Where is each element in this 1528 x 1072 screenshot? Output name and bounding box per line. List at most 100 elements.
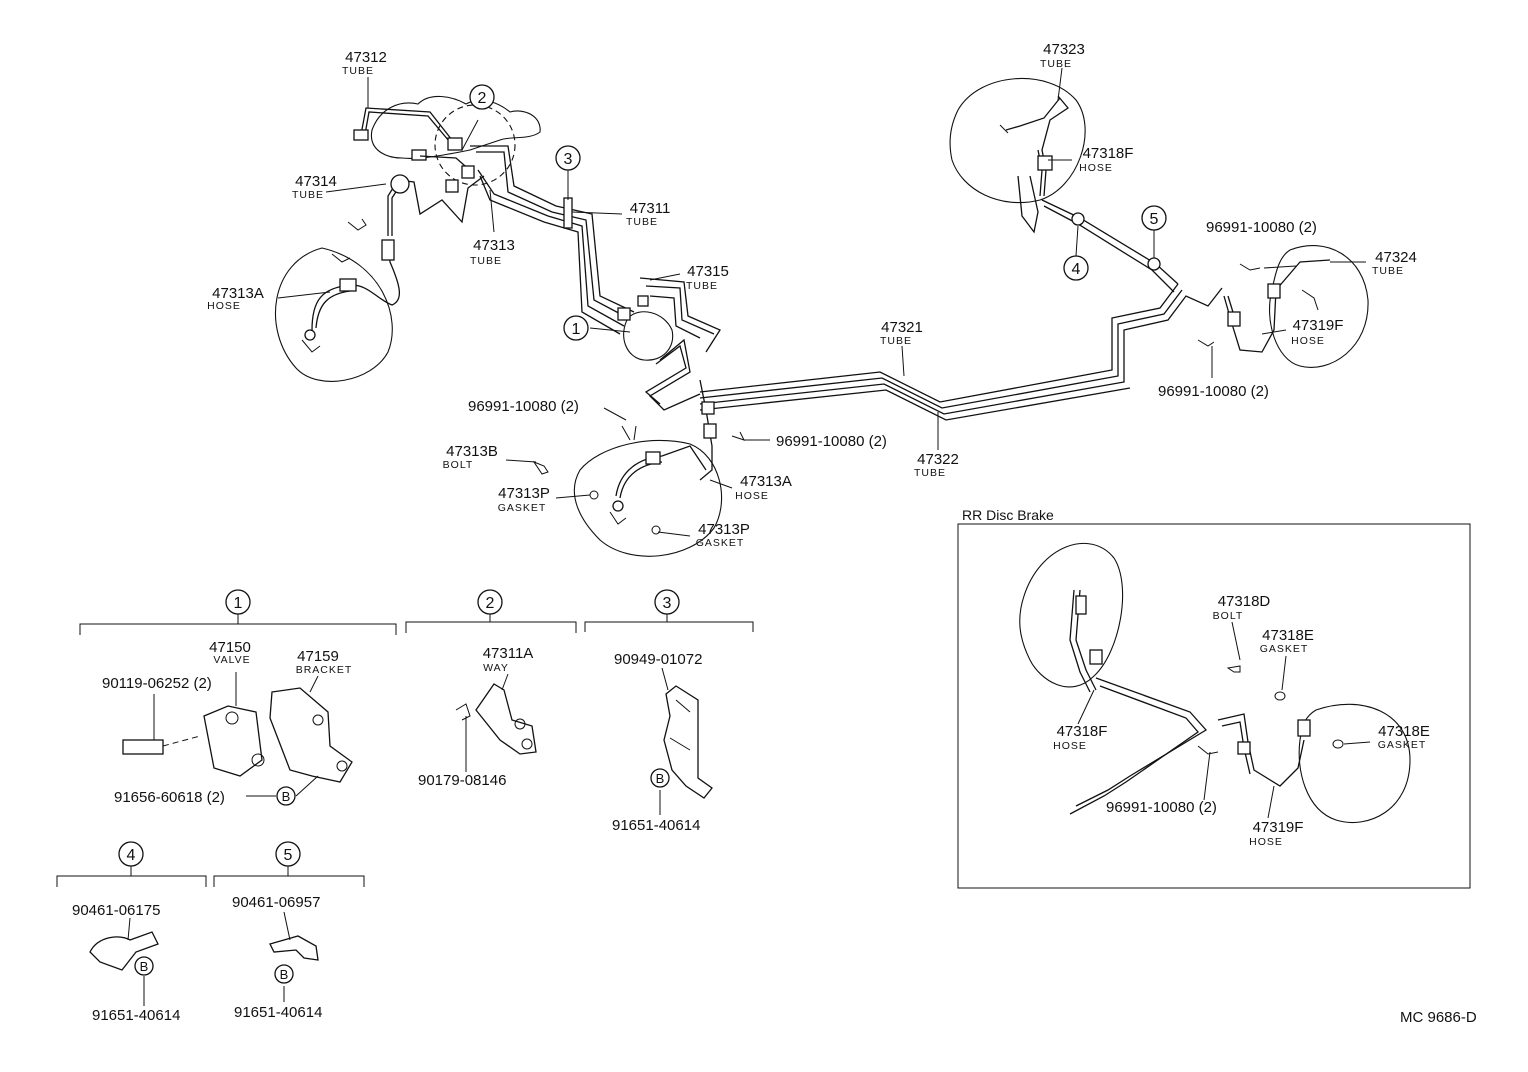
svg-text:47319F: 47319F — [1293, 317, 1344, 334]
callout-5-group: 5 — [275, 841, 301, 867]
svg-text:B: B — [282, 789, 291, 804]
svg-text:47313P: 47313P — [698, 521, 750, 538]
callout-4-group: 4 — [118, 841, 144, 867]
svg-text:47313: 47313 — [473, 237, 515, 254]
svg-text:B: B — [656, 771, 665, 786]
label-47324: 47324 TUBE — [1372, 249, 1417, 277]
label-47322: 47322 TUBE — [914, 451, 959, 479]
svg-text:3: 3 — [663, 595, 672, 612]
label-47314: 47314 TUBE — [292, 173, 337, 201]
svg-text:47313B: 47313B — [446, 443, 498, 460]
svg-text:TUBE: TUBE — [686, 280, 718, 292]
svg-text:47324: 47324 — [1375, 249, 1417, 266]
partnum-clip-rr: 96991-10080 (2) — [1106, 799, 1217, 816]
label-47311: 47311 TUBE — [626, 200, 670, 228]
partnum-bolt-b4: 91651-40614 — [92, 1007, 180, 1024]
diagram-code: MC 9686-D — [1400, 1009, 1477, 1026]
label-47313A-front: 47313A HOSE — [735, 473, 792, 502]
svg-text:5: 5 — [1150, 211, 1159, 228]
svg-text:GASKET: GASKET — [696, 537, 745, 549]
partnum-clip-center-right: 96991-10080 (2) — [776, 433, 887, 450]
valve-47150-sketch — [122, 705, 265, 777]
label-47159: 47159 BRACKET — [296, 648, 352, 676]
svg-text:TUBE: TUBE — [626, 216, 658, 228]
b-mark-5: B — [274, 964, 294, 984]
svg-text:B: B — [140, 959, 149, 974]
partnum-clamp5: 90461-06957 — [232, 894, 320, 911]
rear-tubes-47321-47322 — [699, 283, 1223, 481]
svg-text:BOLT: BOLT — [443, 459, 474, 471]
label-47319F-rr: 47319F HOSE — [1249, 819, 1303, 848]
svg-text:TUBE: TUBE — [1372, 265, 1404, 277]
svg-text:HOSE: HOSE — [735, 490, 769, 502]
svg-text:BOLT: BOLT — [1213, 610, 1244, 622]
label-47318D: 47318D BOLT — [1213, 593, 1271, 622]
svg-text:HOSE: HOSE — [1249, 836, 1283, 848]
callout-1-group: 1 — [225, 589, 251, 615]
partnum-way-bolt: 90179-08146 — [418, 772, 506, 789]
partnum-bolt-b1: 91656-60618 (2) — [114, 789, 225, 806]
rear-brake-assembly — [949, 77, 1369, 368]
svg-text:47312: 47312 — [345, 49, 387, 66]
svg-text:47318D: 47318D — [1218, 593, 1271, 610]
svg-text:47311: 47311 — [630, 200, 671, 217]
svg-text:GASKET: GASKET — [1260, 643, 1309, 655]
front-left-brake-assembly — [275, 218, 400, 382]
svg-text:47322: 47322 — [917, 451, 959, 468]
b-mark-1: B — [276, 786, 296, 806]
rr-disc-brake-title: RR Disc Brake — [962, 507, 1054, 523]
label-47313P-a: 47313P GASKET — [498, 485, 550, 514]
svg-text:47311A: 47311A — [483, 645, 534, 662]
proportioning-valve-assembly — [617, 277, 721, 411]
svg-text:WAY: WAY — [483, 662, 509, 674]
svg-text:47315: 47315 — [687, 263, 729, 280]
svg-text:47314: 47314 — [295, 173, 337, 190]
svg-text:HOSE: HOSE — [1053, 740, 1087, 752]
svg-text:2: 2 — [486, 595, 495, 612]
callout-2-group: 2 — [477, 589, 503, 615]
partnum-clamp4: 90461-06175 — [72, 902, 160, 919]
partnum-clip-bottom-right: 96991-10080 (2) — [1158, 383, 1269, 400]
front-right-brake-assembly — [532, 425, 745, 557]
svg-text:47318E: 47318E — [1262, 627, 1314, 644]
svg-text:1: 1 — [234, 595, 243, 612]
svg-text:GASKET: GASKET — [498, 502, 547, 514]
svg-text:47321: 47321 — [881, 319, 923, 336]
group-brackets — [56, 614, 754, 887]
master-cylinder-assembly — [353, 95, 541, 236]
svg-text:4: 4 — [1072, 261, 1081, 278]
svg-text:TUBE: TUBE — [1040, 58, 1072, 70]
clamp-90949-sketch — [663, 685, 713, 799]
label-47323: 47323 TUBE — [1040, 41, 1085, 70]
svg-text:HOSE: HOSE — [1079, 162, 1113, 174]
svg-text:TUBE: TUBE — [470, 255, 502, 267]
svg-text:1: 1 — [572, 321, 581, 338]
label-47313A-left: 47313A HOSE — [207, 285, 264, 312]
label-47318F-rr: 47318F HOSE — [1053, 723, 1107, 752]
svg-text:5: 5 — [284, 847, 293, 864]
bracket-47159-sketch — [269, 687, 353, 783]
svg-text:HOSE: HOSE — [207, 300, 241, 312]
label-47318E-a: 47318E GASKET — [1260, 627, 1314, 655]
svg-text:GASKET: GASKET — [1378, 739, 1427, 751]
label-47319F-right: 47319F HOSE — [1291, 317, 1343, 347]
label-47150: 47150 VALVE — [209, 639, 251, 666]
svg-text:47313A: 47313A — [212, 285, 264, 302]
svg-text:47159: 47159 — [297, 648, 339, 665]
clamp-90461-06175-sketch — [89, 931, 159, 971]
callout-2: 2 — [469, 84, 495, 110]
way-47311A-sketch — [455, 683, 537, 755]
clamp-90461-06957-sketch — [269, 935, 319, 961]
label-47312: 47312 TUBE — [342, 49, 387, 77]
label-47313B: 47313B BOLT — [443, 443, 498, 471]
svg-text:47323: 47323 — [1043, 41, 1085, 58]
svg-text:HOSE: HOSE — [1291, 335, 1325, 347]
label-47313P-b: 47313P GASKET — [696, 521, 750, 549]
partnum-clamp3: 90949-01072 — [614, 651, 702, 668]
label-47313: 47313 TUBE — [470, 237, 515, 267]
partnum-bolt-valve: 90119-06252 (2) — [102, 675, 212, 692]
svg-text:47318F: 47318F — [1083, 145, 1134, 162]
callout-4: 4 — [1063, 255, 1089, 281]
svg-text:B: B — [280, 967, 289, 982]
callout-1: 1 — [563, 315, 589, 341]
